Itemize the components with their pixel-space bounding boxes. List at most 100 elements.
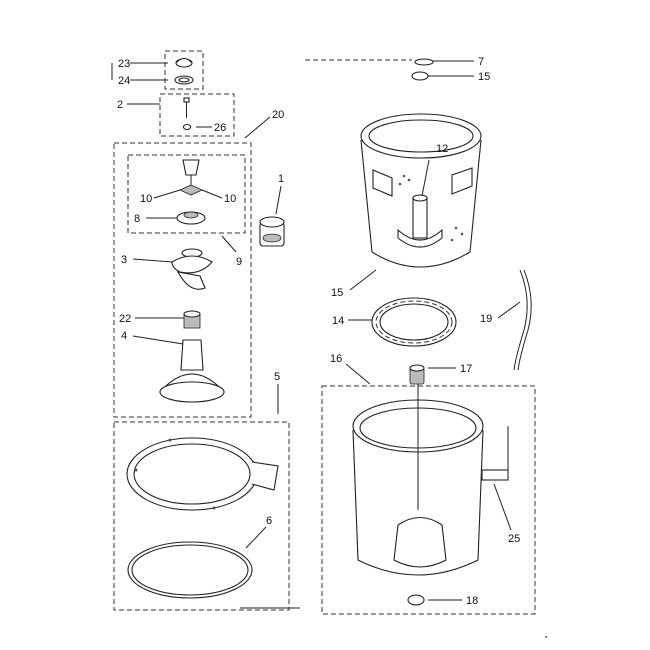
basket-perforation [460,232,464,236]
cam-8-hub [183,211,199,219]
leader-20 [244,116,271,139]
drive-block-12 [412,197,428,239]
leader-16 [345,363,371,385]
agitator-dogs [146,159,237,253]
leader-10b [201,189,223,199]
basket-hub [397,228,443,248]
agitator-shaft-column [180,339,204,371]
leader-3 [132,258,173,263]
drive-coupling-1 [259,185,285,247]
drive-coupling-top [259,216,285,228]
label-17: 17 [460,363,472,375]
washer-26 [182,123,192,131]
spin-basket [349,113,482,291]
auger-flight [171,255,213,274]
label-2: 2 [117,99,123,111]
basket-perforation [407,178,411,182]
spanner-nut-7 [414,58,434,66]
agitator-base-4 [132,335,225,403]
tub-dashed-box [321,385,536,615]
drain-fitting-18 [407,594,462,606]
dog-cam-top [182,159,200,176]
label-22: 22 [119,313,131,325]
basket-perforation [402,174,406,178]
drive-block-top [412,194,428,202]
hose-line-b [517,269,532,371]
label-4: 4 [121,330,127,342]
seal-17 [409,364,456,385]
coupling-22 [135,310,201,329]
tub-ring-inner [133,443,251,505]
gasket-inner [131,544,249,596]
label-20: 20 [272,109,284,121]
tub-ring-tab [251,461,279,491]
drive-coupling-ring [262,233,282,243]
leader-15b [349,269,377,291]
bolt-head [183,97,190,103]
tub-ring-hole [212,506,216,510]
label-3: 3 [121,254,127,266]
cap-seal-dashed-box [164,50,204,90]
basket-rim-inner [368,119,474,153]
label-7: 7 [478,56,484,68]
label-18: 18 [466,595,478,607]
outer-tub [352,384,512,576]
label-5: 5 [274,371,280,383]
agitator-cap-top [175,57,193,64]
leader-4 [132,335,184,345]
label-12: 12 [436,143,448,155]
dogs-10 [179,184,203,196]
drive-ring-teeth [375,300,453,344]
tub-ring-hole [168,438,172,442]
tub-ring-dashed-box [113,421,290,611]
leader-19 [497,301,521,319]
basket-perforation [454,226,458,230]
hose-19 [497,269,532,371]
leader-12 [421,159,430,197]
basket-drive-ring-14 [348,297,457,347]
cam-dogs-dashed-box [127,154,246,234]
leader-10a [153,189,181,199]
basket-perforation [450,238,454,242]
drain-fitting [407,594,425,606]
tub-pump-housing [393,516,447,568]
leader-9 [221,235,237,253]
label-25: 25 [508,533,520,545]
seal-top [409,364,425,372]
tub-ring-gasket-6 [127,526,267,599]
hose-line-a [513,269,528,371]
cap-seal-ring-inner [178,77,190,83]
stray-mark [545,636,547,638]
label-15a: 15 [478,71,490,83]
label-8: 8 [134,213,140,225]
tub-ring [126,437,279,511]
basket-perforation [398,182,402,186]
leader-6 [245,526,267,549]
tub-hose-outlet [481,469,509,481]
drive-ring-inner [379,303,449,341]
label-24: 24 [118,75,130,87]
label-9: 9 [236,256,242,268]
label-10a: 10 [140,193,152,205]
basket-balance-pocket-left [372,169,393,197]
coupling-top [183,310,201,318]
auger-lower [176,271,206,290]
auger-3 [132,248,213,290]
tub-nut-15 [411,71,429,81]
basket-balance-pocket-right [451,167,473,195]
label-19: 19 [480,313,492,325]
spin-nut-group [411,58,474,81]
label-16: 16 [330,353,342,365]
tub-ring-hole [134,468,138,472]
agitator-assembly-dashed-box [113,142,252,418]
label-1: 1 [278,173,284,185]
label-10b: 10 [224,193,236,205]
agitator-skirt-rim [159,381,225,403]
label-14: 14 [332,315,344,327]
label-6: 6 [266,515,272,527]
leader-25 [493,483,512,531]
bolt-dashed-box [159,93,235,137]
label-26: 26 [214,122,226,134]
